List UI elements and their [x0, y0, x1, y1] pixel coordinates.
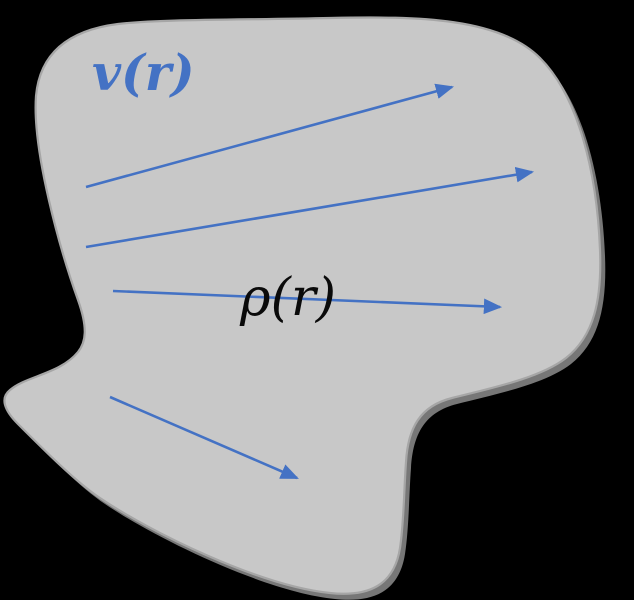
velocity-field-arrows	[85, 83, 535, 480]
fluid-region-blob	[3, 16, 602, 595]
velocity-arrow-1	[85, 83, 455, 189]
density-field-label: ρ(r)	[240, 268, 337, 328]
velocity-arrow-4	[109, 395, 299, 480]
velocity-arrow-2	[85, 166, 535, 249]
velocity-field-label: v(r)	[92, 43, 195, 102]
velocity-arrow-3	[112, 289, 503, 315]
